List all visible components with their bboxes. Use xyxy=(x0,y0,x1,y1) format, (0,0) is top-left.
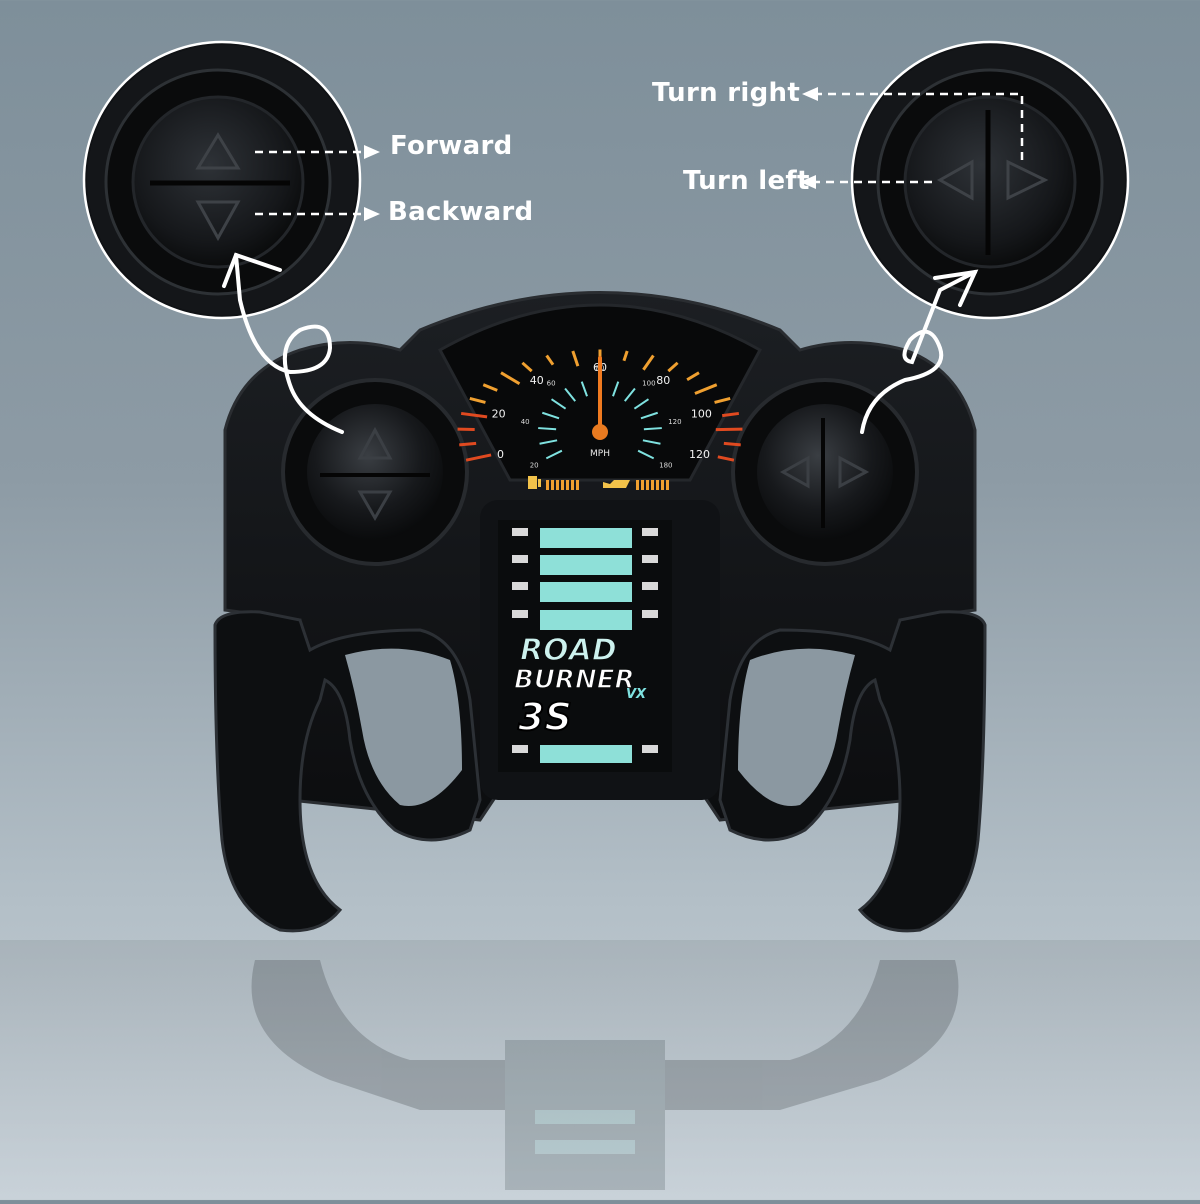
gauge-bar xyxy=(566,480,569,490)
speedo-inner-tick-label: 60 xyxy=(547,380,556,388)
panel-teal-stripe xyxy=(540,745,632,763)
speedo-inner-tick-label: 120 xyxy=(668,418,681,426)
logo-burner: BURNER xyxy=(514,665,635,695)
remote-controller: 020406080100120 20406080100120180 MPH RO… xyxy=(215,293,985,931)
logo-road: ROAD xyxy=(520,633,617,668)
gauge-bar xyxy=(561,480,564,490)
speedo-inner-tick-label: 40 xyxy=(521,418,530,426)
gauge-bar xyxy=(551,480,554,490)
speedo-outer-tick-label: 40 xyxy=(530,374,544,387)
gauge-bar xyxy=(646,480,649,490)
panel-white-block xyxy=(512,610,528,618)
turn-right-label: Turn right xyxy=(652,78,800,108)
speedo-outer-tick-label: 0 xyxy=(497,448,504,461)
speedo-inner-tick xyxy=(644,428,662,429)
panel-white-block xyxy=(512,555,528,563)
turn-left-label: Turn left xyxy=(683,166,810,196)
logo-vx: VX xyxy=(626,687,647,702)
backward-label: Backward xyxy=(388,197,533,227)
speedo-inner-tick xyxy=(538,428,556,429)
panel-white-block xyxy=(512,745,528,753)
gauge-bar xyxy=(636,480,639,490)
left-right-joystick[interactable] xyxy=(733,380,917,564)
logo-3s: 3S xyxy=(518,695,572,739)
speedo-outer-tick xyxy=(724,443,741,445)
gauge-bar xyxy=(546,480,549,490)
panel-teal-stripe xyxy=(540,582,632,602)
gauge-bar xyxy=(556,480,559,490)
speedo-outer-tick xyxy=(716,429,743,430)
forward-backward-joystick[interactable] xyxy=(283,380,467,564)
zoom-inset-left xyxy=(68,32,368,332)
panel-white-block xyxy=(642,528,658,536)
speedo-inner-tick-label: 100 xyxy=(642,380,655,388)
speedo-outer-tick-label: 20 xyxy=(492,407,506,420)
forward-label: Forward xyxy=(390,131,513,161)
panel-white-block xyxy=(512,528,528,536)
gauge-bar xyxy=(651,480,654,490)
panel-white-block xyxy=(512,582,528,590)
panel-teal-stripe xyxy=(540,555,632,575)
speedo-unit-label: MPH xyxy=(590,449,610,459)
gauge-bar xyxy=(576,480,579,490)
speedo-inner-tick-label: 180 xyxy=(659,461,672,469)
speedo-outer-tick-label: 80 xyxy=(656,374,670,387)
panel-white-block xyxy=(642,555,658,563)
panel-white-block xyxy=(642,745,658,753)
gauge-bar xyxy=(641,480,644,490)
speedo-inner-tick-label: 20 xyxy=(530,461,539,469)
speedo-outer-tick-label: 100 xyxy=(691,407,712,420)
gauge-bar xyxy=(656,480,659,490)
panel-teal-stripe xyxy=(540,610,632,630)
panel-white-block xyxy=(642,610,658,618)
gauge-bar xyxy=(571,480,574,490)
gauge-bar xyxy=(666,480,669,490)
speedo-outer-tick xyxy=(459,443,476,445)
panel-white-block xyxy=(642,582,658,590)
gauge-bar xyxy=(661,480,664,490)
speedo-outer-tick-label: 120 xyxy=(689,448,710,461)
center-display-panel: ROAD BURNER VX 3S xyxy=(498,520,672,772)
panel-teal-stripe xyxy=(540,528,632,548)
